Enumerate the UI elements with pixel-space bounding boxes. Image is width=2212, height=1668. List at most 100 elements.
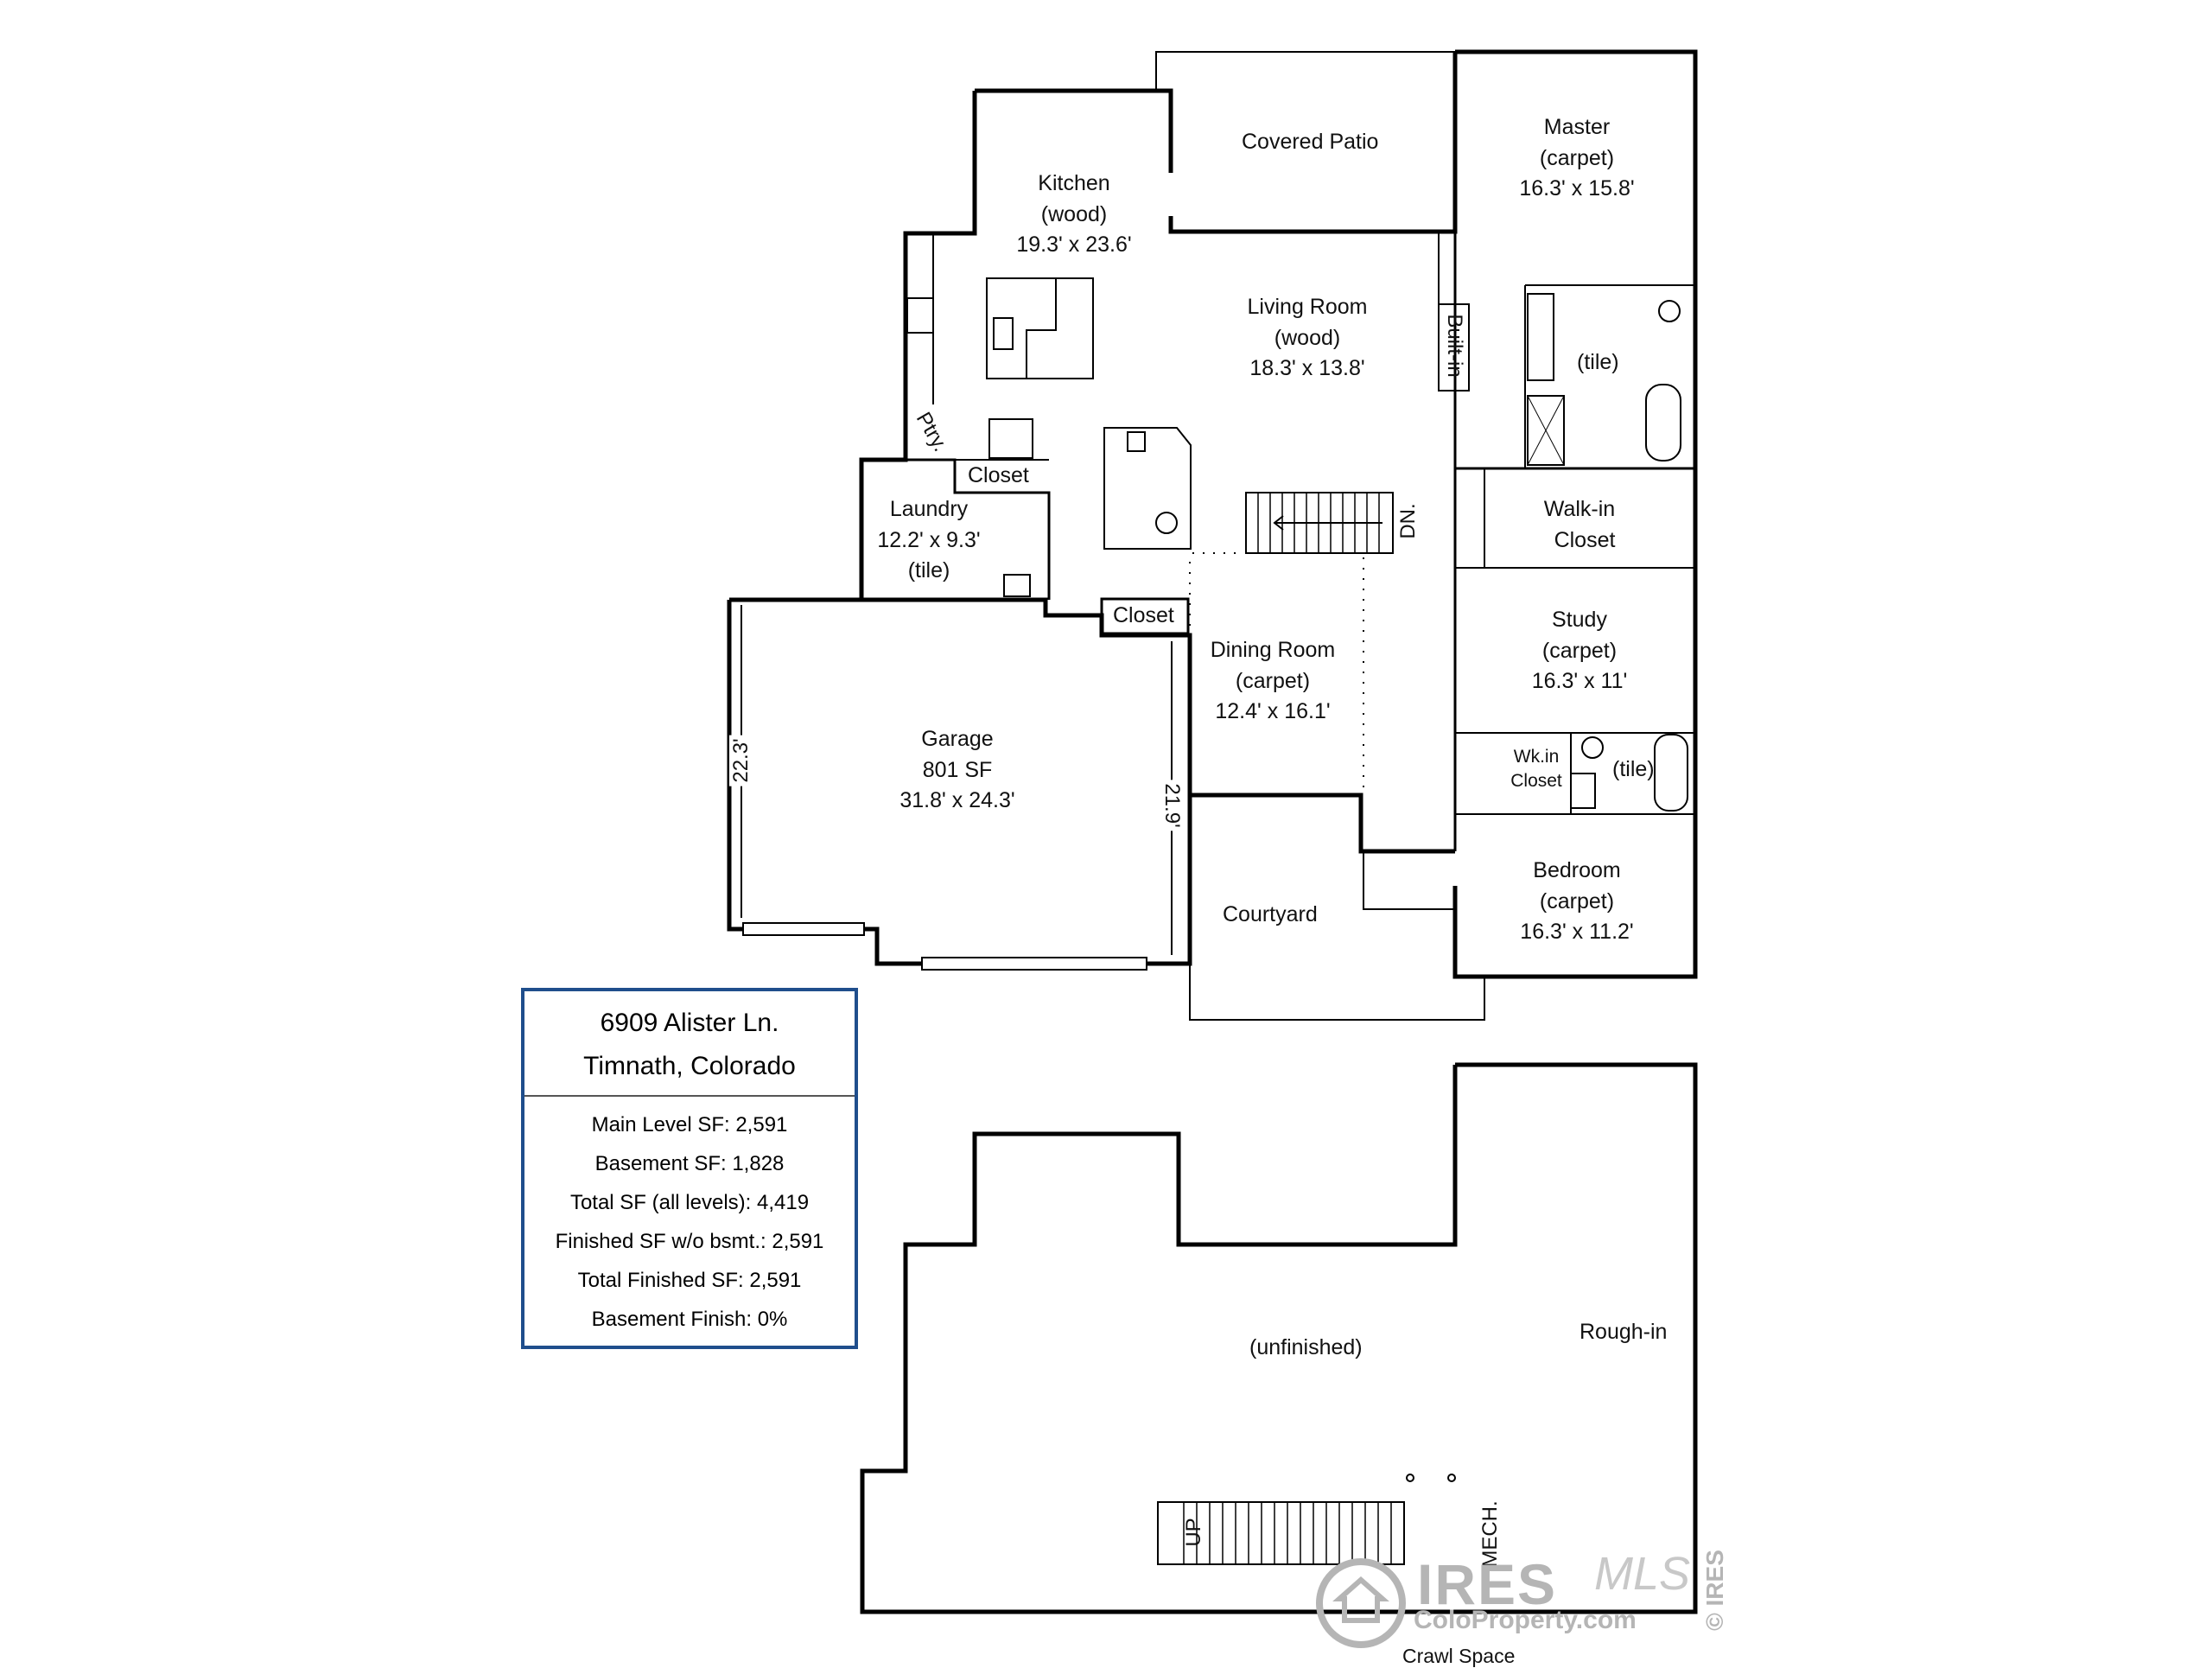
courtyard-outline [1189, 964, 1485, 1021]
courtyard-wall [1190, 793, 1455, 854]
post-2 [1447, 1474, 1456, 1482]
half-bath [1103, 427, 1192, 550]
kitchen-north-wall [859, 91, 977, 600]
laundry-wall [861, 458, 1051, 600]
garage-dim-right: 21.9' [1160, 780, 1184, 831]
garage-label: Garage 801 SF 31.8' x 24.3' [899, 724, 1014, 817]
info-row: Finished SF w/o bsmt.: 2,591 [555, 1230, 824, 1253]
builtin-box [1438, 303, 1470, 392]
laundry-label: Laundry 12.2' x 9.3' (tile) [877, 494, 980, 587]
garage-door-main [921, 957, 1147, 971]
info-row: Total Finished SF: 2,591 [577, 1269, 802, 1292]
info-row: Basement Finish: 0% [591, 1308, 788, 1331]
master-name: Master [1543, 115, 1611, 139]
kitchen-name: Kitchen [1038, 171, 1110, 195]
stairs-down [1245, 492, 1394, 554]
bathtub [1645, 384, 1681, 462]
kitchen-island-inner [1026, 278, 1057, 379]
master-dims: 16.3' x 15.8' [1519, 176, 1635, 201]
living-floor: (wood) [1274, 325, 1341, 350]
builtin-label: Built-in [1443, 314, 1466, 378]
post-1 [1406, 1474, 1414, 1482]
study-label: Study (carpet) 16.3' x 11' [1532, 605, 1628, 697]
half-bath-sink [1127, 431, 1146, 452]
cooktop [906, 297, 934, 334]
walkin-name2: Closet [1554, 527, 1616, 552]
laundry-dims: 12.2' x 9.3' [877, 527, 981, 552]
shower-x2 [1527, 395, 1565, 466]
kitchen-label: Kitchen (wood) 19.3' x 23.6' [1016, 169, 1131, 261]
closet2-box [1100, 597, 1190, 635]
study-dims: 16.3' x 11' [1531, 669, 1628, 693]
info-row: Total SF (all levels): 4,419 [569, 1191, 810, 1214]
basement-unfinished-label: (unfinished) [1249, 1335, 1363, 1359]
basement-stairs [1157, 1501, 1405, 1565]
bath2-tub [1654, 734, 1688, 812]
kitchen-dims: 19.3' x 23.6' [1016, 232, 1132, 257]
master-label: Master (carpet) 16.3' x 15.8' [1519, 112, 1634, 205]
study-name: Study [1552, 608, 1607, 632]
basement-stairs-treads [1183, 1502, 1392, 1564]
wkin-closet-label: Wk.in Closet [1510, 745, 1562, 794]
walkin-label: Walk-in Closet [1544, 494, 1616, 556]
kitchen-floor: (wood) [1040, 201, 1108, 226]
wkin-name: Wk.in [1513, 747, 1560, 767]
laundry-name: Laundry [889, 497, 969, 521]
courtyard-label: Courtyard [1223, 902, 1318, 926]
watermark-side: © IRES [1701, 1550, 1728, 1631]
watermark-mls: MLS [1594, 1548, 1691, 1600]
garage-west-wall [727, 600, 743, 932]
garage-dims: 31.8' x 24.3' [899, 788, 1015, 812]
property-info-box: 6909 Alister Ln. Timnath, Colorado Main … [521, 988, 858, 1349]
shower [1527, 395, 1565, 466]
bath2-toilet [1581, 736, 1604, 759]
covered-patio-label: Covered Patio [1242, 130, 1379, 154]
info-address: 6909 Alister Ln. [600, 1009, 779, 1037]
garage-door-left [742, 922, 865, 936]
master-floor: (carpet) [1539, 145, 1615, 170]
basement-rough-in-label: Rough-in [1580, 1320, 1668, 1344]
bedroom-dims: 16.3' x 11.2' [1520, 920, 1634, 944]
kitchen-island [986, 277, 1094, 379]
info-city: Timnath, Colorado [583, 1052, 796, 1080]
basement-stairs-up-label: UP [1182, 1518, 1205, 1547]
stairs-down-label: DN. [1396, 503, 1420, 539]
garage-area: 801 SF [922, 757, 993, 782]
closet1-label: Closet [968, 463, 1029, 487]
dining-floor: (carpet) [1235, 668, 1311, 693]
dining-room-label: Dining Room (carpet) 12.4' x 16.1' [1211, 635, 1336, 728]
info-row: Main Level SF: 2,591 [591, 1113, 788, 1136]
living-dims: 18.3' x 13.8' [1249, 356, 1365, 380]
bath2-vanity [1570, 773, 1596, 809]
bedroom-label: Bedroom (carpet) 16.3' x 11.2' [1520, 856, 1633, 948]
basement-outline [860, 1062, 1698, 1614]
dining-name: Dining Room [1210, 638, 1336, 662]
info-divider [524, 1095, 855, 1097]
study-floor: (carpet) [1541, 638, 1618, 663]
living-room-label: Living Room (wood) 18.3' x 13.8' [1248, 292, 1368, 385]
info-row: Basement SF: 1,828 [594, 1152, 785, 1175]
bedroom-floor: (carpet) [1539, 888, 1615, 914]
half-bath-toilet [1155, 512, 1178, 534]
garage-dim-left: 22.3' [729, 735, 753, 786]
stairs-arrow-head [1273, 515, 1284, 531]
courtyard-inner [1363, 851, 1455, 910]
basement-crawl-label: Crawl Space [1402, 1645, 1516, 1667]
garage-name: Garage [921, 727, 994, 751]
patio-wall [1168, 52, 1458, 234]
laundry-floor: (tile) [907, 558, 950, 583]
fridge [988, 418, 1033, 459]
garage-south-wall [864, 926, 922, 966]
watermark-site: ColoProperty.com [1414, 1606, 1637, 1634]
bath2-label: (tile) [1612, 757, 1655, 781]
master-toilet [1658, 300, 1681, 322]
master-bath-label: (tile) [1577, 350, 1619, 374]
living-name: Living Room [1247, 295, 1368, 319]
kitchen-sink [993, 317, 1014, 350]
dining-dims: 12.4' x 16.1' [1215, 699, 1331, 723]
watermark-logo-icon [1316, 1558, 1406, 1648]
walkin-name: Walk-in [1543, 497, 1616, 521]
bedroom-name: Bedroom [1533, 858, 1621, 882]
wkin-name2: Closet [1510, 771, 1562, 792]
